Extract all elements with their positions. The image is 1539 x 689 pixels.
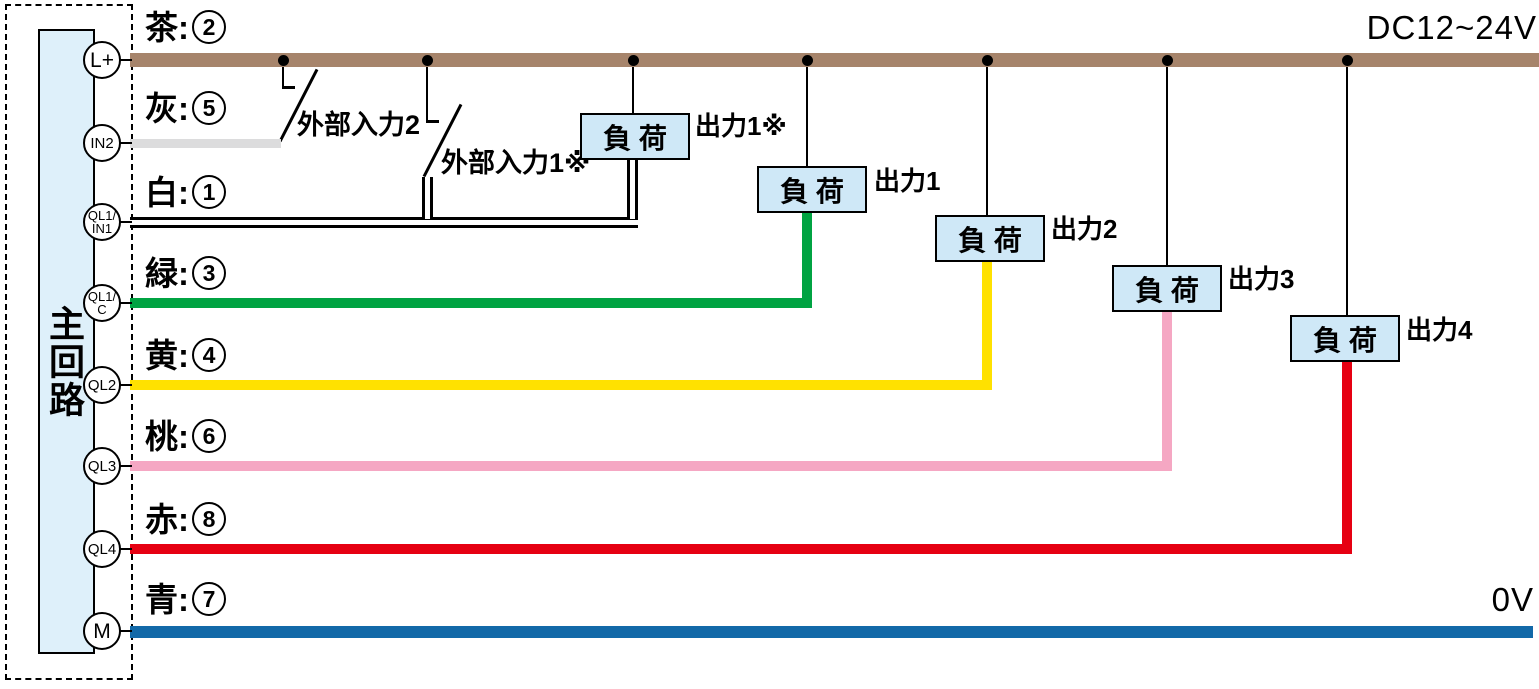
stub-in2 xyxy=(116,142,132,144)
enclosure-dashdot-border xyxy=(5,4,133,680)
junction-dot xyxy=(1162,55,1173,66)
output-label-2: 出力2 xyxy=(1051,214,1118,244)
load4-drop-line xyxy=(1346,60,1348,315)
wire-pink-riser xyxy=(1162,312,1172,471)
stub-ql4 xyxy=(116,548,132,550)
circled-number: 1 xyxy=(192,175,226,209)
ground-rail-label: 0V xyxy=(1491,581,1534,618)
junction-dot xyxy=(982,55,993,66)
terminal-ql1-c: QL1/C xyxy=(83,284,121,322)
junction-dot xyxy=(422,55,433,66)
circled-number: 4 xyxy=(192,338,226,372)
wire-red xyxy=(130,544,1352,554)
load1x-drop-line xyxy=(632,60,634,113)
output-label-1: 出力1 xyxy=(874,166,941,196)
switch2-contact-leg xyxy=(282,86,295,89)
stub-ql3 xyxy=(116,465,132,467)
wire-brown-bus xyxy=(130,53,1539,67)
terminal-l-plus: L+ xyxy=(83,41,121,79)
wire-red-riser xyxy=(1342,362,1352,554)
switch1-contact-leg xyxy=(426,120,439,123)
switch1-label: 外部入力1※ xyxy=(441,148,591,178)
wire-label-white: 白:1 xyxy=(145,175,226,209)
junction-dot xyxy=(628,55,639,66)
stub-ql1-in1 xyxy=(116,221,132,223)
load-box-output4: 負 荷 xyxy=(1290,315,1400,362)
power-rail-label: DC12~24V xyxy=(1366,9,1537,46)
wire-label-yellow: 黄:4 xyxy=(145,338,226,372)
wire-blue-ground xyxy=(130,626,1533,638)
terminal-m: M xyxy=(83,612,121,650)
terminal-ql1-in1: QL1/IN1 xyxy=(83,203,121,241)
stub-l-plus xyxy=(116,59,132,61)
wire-label-brown: 茶:2 xyxy=(145,10,226,44)
wire-label-blue: 青:7 xyxy=(145,582,226,616)
circled-number: 6 xyxy=(192,419,226,453)
load1-drop-line xyxy=(806,60,808,166)
wire-gray xyxy=(130,139,281,148)
load-box-output2: 負 荷 xyxy=(935,215,1045,262)
stub-ql2 xyxy=(116,384,132,386)
output-label-4: 出力4 xyxy=(1406,315,1473,345)
output-label-3: 出力3 xyxy=(1228,264,1295,294)
wire-yellow xyxy=(130,380,992,390)
load-box-output1: 負 荷 xyxy=(757,166,867,213)
load2-drop-line xyxy=(986,60,988,215)
wire-label-pink: 桃:6 xyxy=(145,419,226,453)
stub-m xyxy=(116,630,132,632)
circled-number: 7 xyxy=(192,582,226,616)
stub-ql1-c xyxy=(116,302,132,304)
wire-label-green: 緑:3 xyxy=(145,256,226,290)
load3-drop-line xyxy=(1166,60,1168,265)
switch1-drop-line xyxy=(426,60,428,122)
wire-label-red: 赤:8 xyxy=(145,502,226,536)
circled-number: 5 xyxy=(192,91,226,125)
wire-white-riser xyxy=(627,160,638,219)
main-circuit-label: 主回路 xyxy=(44,305,85,419)
circled-number: 8 xyxy=(192,502,226,536)
circled-number: 3 xyxy=(192,256,226,290)
switch2-label: 外部入力2 xyxy=(297,110,421,140)
wire-green xyxy=(130,298,812,308)
terminal-in2: IN2 xyxy=(83,124,121,162)
terminal-ql2: QL2 xyxy=(83,366,121,404)
load-box-output3: 負 荷 xyxy=(1112,265,1222,312)
wire-pink xyxy=(130,461,1172,471)
terminal-ql3: QL3 xyxy=(83,447,121,485)
wire-label-gray: 灰:5 xyxy=(145,91,226,125)
switch2-drop-line xyxy=(282,60,284,88)
junction-dot xyxy=(802,55,813,66)
output-label-1x: 出力1※ xyxy=(695,111,787,141)
terminal-ql4: QL4 xyxy=(83,530,121,568)
wire-yellow-riser xyxy=(982,262,992,390)
wire-white-switch-branch xyxy=(422,177,433,219)
junction-dot xyxy=(278,55,289,66)
wire-green-riser xyxy=(802,212,812,308)
load-box-output1x: 負 荷 xyxy=(580,113,690,160)
circled-number: 2 xyxy=(192,10,226,44)
junction-dot xyxy=(1342,55,1353,66)
wire-white-horizontal xyxy=(130,217,638,228)
